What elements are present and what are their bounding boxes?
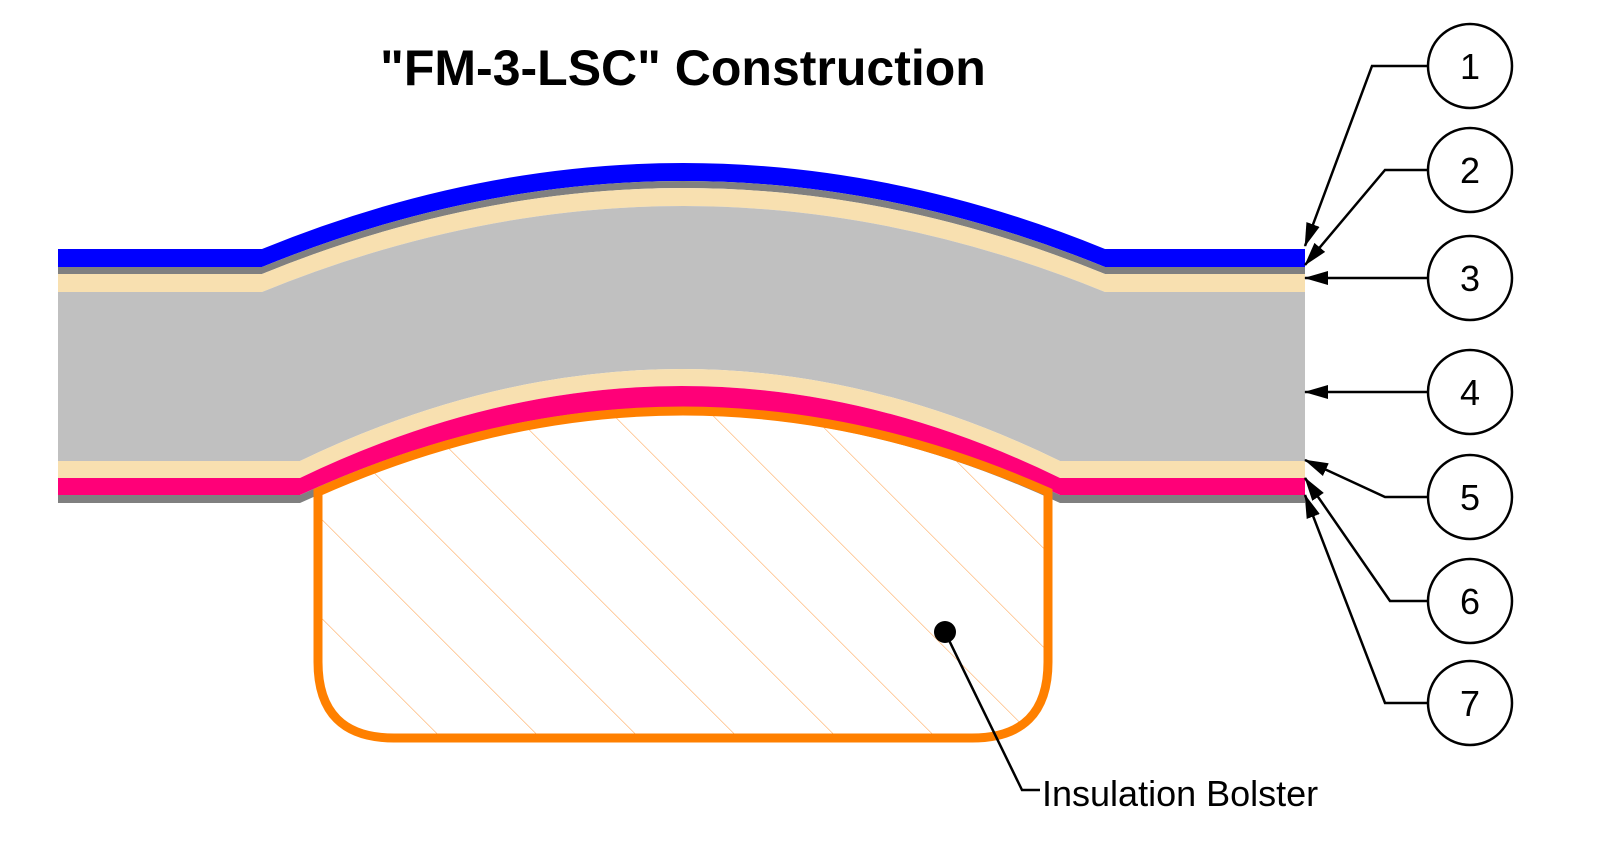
callout-3: 3 [1304,234,1514,322]
leader-arrow [1304,168,1428,266]
callout-5: 5 [1304,453,1514,541]
callout-circle [1426,126,1514,214]
callout-6: 6 [1303,477,1514,645]
layer-6 [58,386,1305,495]
callout-number: 7 [1460,683,1480,724]
layer-1 [58,163,1305,267]
leader-arrow [1303,494,1428,705]
callout-circle [1426,22,1514,110]
leader-arrow [1304,458,1428,499]
leader-arrow [1303,477,1428,603]
callout-circle [1426,557,1514,645]
leader-arrow [1303,64,1428,247]
callout-circle [1426,234,1514,322]
layer-5 [58,369,1305,478]
layer-4 [58,206,1305,461]
callout-4: 4 [1304,348,1514,436]
callout-circle [1426,348,1514,436]
callout-number: 6 [1460,581,1480,622]
callout-number: 3 [1460,258,1480,299]
callout-number: 2 [1460,150,1480,191]
diagram-title: "FM-3-LSC" Construction [380,40,986,96]
callouts: 1 2 3 4 5 6 7 [1303,22,1514,747]
callout-7: 7 [1303,494,1514,747]
layer-stack [58,163,1305,503]
callout-2: 2 [1304,126,1514,266]
callout-number: 1 [1460,46,1480,87]
insulation-bolster [313,406,1053,743]
callout-number: 5 [1460,477,1480,518]
insulation-leader [934,621,1040,792]
callout-number: 4 [1460,372,1480,413]
layer-3 [58,188,1305,292]
callout-circle [1426,659,1514,747]
callout-circle [1426,453,1514,541]
callout-1: 1 [1303,22,1514,247]
insulation-bolster-label: Insulation Bolster [1042,773,1318,814]
